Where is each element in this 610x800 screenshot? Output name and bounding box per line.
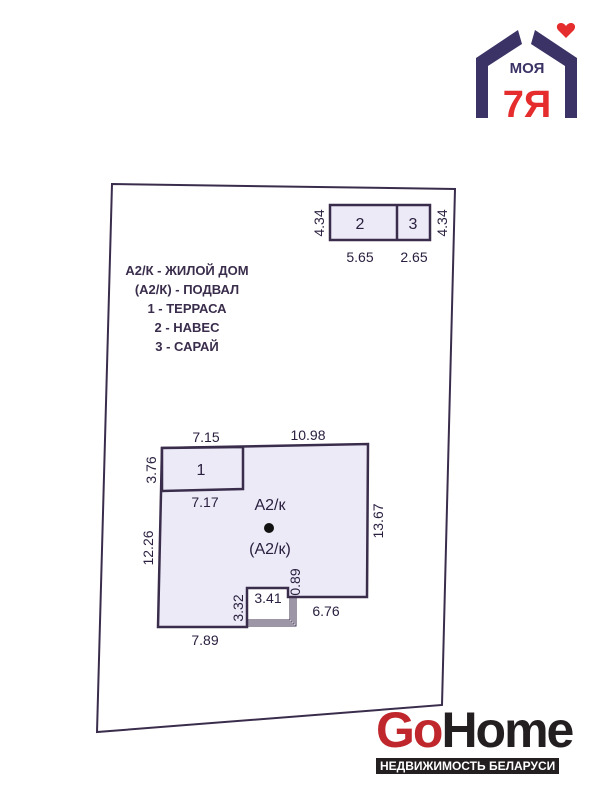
logo-text-7ya: 7Я <box>503 84 551 126</box>
moya-semya-logo: МОЯ 7Я <box>476 23 577 126</box>
terrace-label: 1 <box>197 462 206 479</box>
logo-home: Home <box>441 702 574 758</box>
logo-subtitle: НЕДВИЖИМОСТЬ БЕЛАРУСИ <box>376 758 560 774</box>
logo-go: Go <box>376 702 443 758</box>
gohome-logo: GoHome НЕДВИЖИМОСТЬ БЕЛАРУСИ <box>376 702 574 774</box>
house-label: А2/к <box>254 497 286 514</box>
legend-item: А2/К - ЖИЛОЙ ДОМ <box>125 263 248 278</box>
plot-boundary <box>95 182 457 734</box>
dim-porch-height: 3.32 <box>230 594 246 621</box>
dim-right: 13.67 <box>370 503 386 538</box>
center-dot <box>264 523 274 533</box>
logo-text-moya: МОЯ <box>510 60 545 77</box>
dim-porch-top: 3.41 <box>254 590 281 606</box>
legend-item: 1 - ТЕРРАСА <box>147 301 227 316</box>
terrace-outline <box>160 445 245 493</box>
legend-item: (А2/К) - ПОДВАЛ <box>135 282 239 297</box>
legend-item: 3 - САРАЙ <box>155 339 219 354</box>
dim-shed-width: 2.65 <box>400 249 427 265</box>
dim-terrace-height: 3.76 <box>143 456 159 483</box>
dim-terrace-top: 7.15 <box>192 429 219 445</box>
legend-item: 2 - НАВЕС <box>154 320 220 335</box>
dim-canopy-width: 5.65 <box>346 249 373 265</box>
outbuildings: 2 3 4.34 4.34 5.65 2.65 <box>311 203 450 265</box>
canopy-label: 2 <box>356 216 365 233</box>
porch-steps <box>247 597 297 627</box>
dim-bottom-left: 7.89 <box>191 632 218 648</box>
dim-outbuilding-right: 4.34 <box>434 209 450 236</box>
heart-icon <box>556 23 576 38</box>
dim-top: 10.98 <box>290 427 325 443</box>
shed-label: 3 <box>409 216 418 233</box>
house: А2/к (А2/к) 1 7.15 10.98 3.76 7.17 12.26… <box>140 427 386 648</box>
dim-porch-step: 0.89 <box>287 568 303 595</box>
dim-outbuilding-left: 4.34 <box>311 209 327 236</box>
dim-left: 12.26 <box>140 530 156 565</box>
basement-label: (А2/к) <box>249 541 291 558</box>
dim-terrace-bottom: 7.17 <box>191 494 218 510</box>
dim-bottom-right: 6.76 <box>312 603 339 619</box>
legend: А2/К - ЖИЛОЙ ДОМ (А2/К) - ПОДВАЛ 1 - ТЕР… <box>125 263 248 354</box>
